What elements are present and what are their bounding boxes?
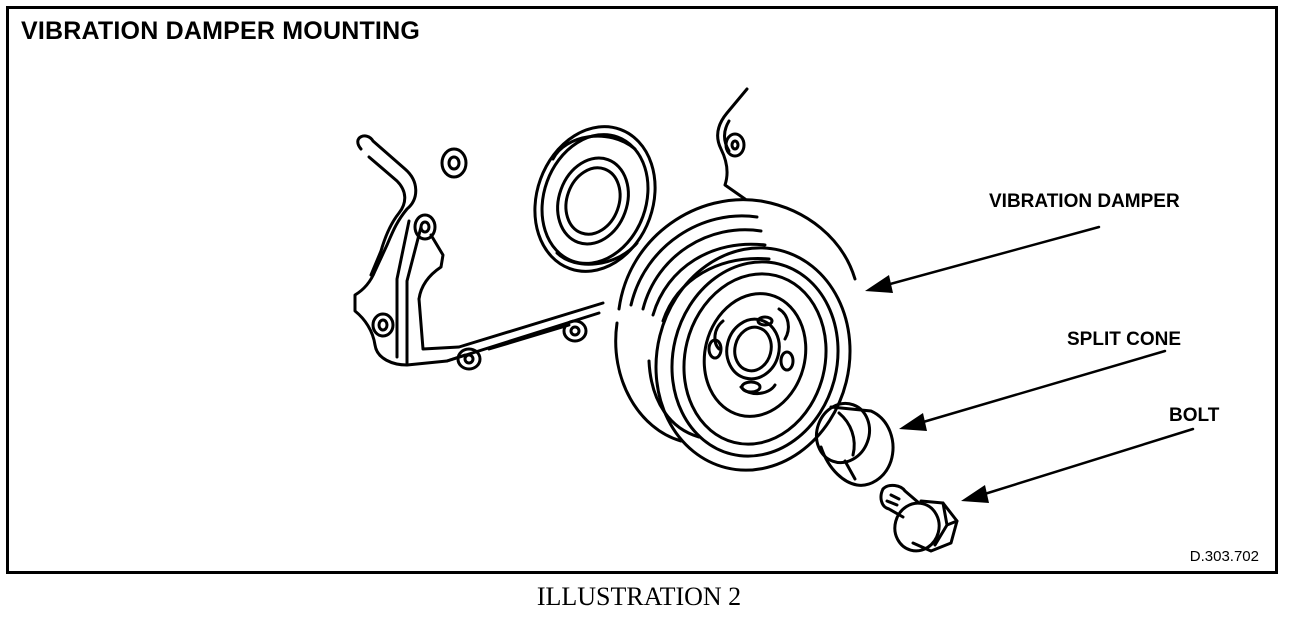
cover-bolt-holes bbox=[371, 147, 588, 371]
label-split-cone: SPLIT CONE bbox=[1067, 329, 1182, 350]
split-cone-part bbox=[815, 401, 895, 487]
vibration-damper-illustration bbox=[353, 87, 1195, 553]
reference-code: D.303.702 bbox=[1189, 548, 1259, 565]
arrowhead-damper bbox=[865, 275, 893, 293]
bolt-part bbox=[879, 483, 959, 553]
arrowhead-split-cone bbox=[899, 413, 927, 431]
leader-arrows bbox=[877, 225, 1195, 499]
arrowhead-bolt bbox=[961, 485, 989, 503]
vibration-damper-part bbox=[614, 198, 857, 472]
diagram-title: VIBRATION DAMPER MOUNTING bbox=[21, 17, 420, 45]
label-vibration-damper: VIBRATION DAMPER bbox=[989, 191, 1180, 212]
diagram-frame: VIBRATION DAMPER MOUNTING bbox=[6, 6, 1278, 574]
label-bolt: BOLT bbox=[1169, 405, 1220, 426]
illustration-caption: ILLUSTRATION 2 bbox=[536, 582, 742, 611]
cover-upper-bracket bbox=[716, 87, 749, 201]
oil-seal bbox=[533, 125, 657, 273]
timing-cover-outline bbox=[353, 134, 605, 367]
